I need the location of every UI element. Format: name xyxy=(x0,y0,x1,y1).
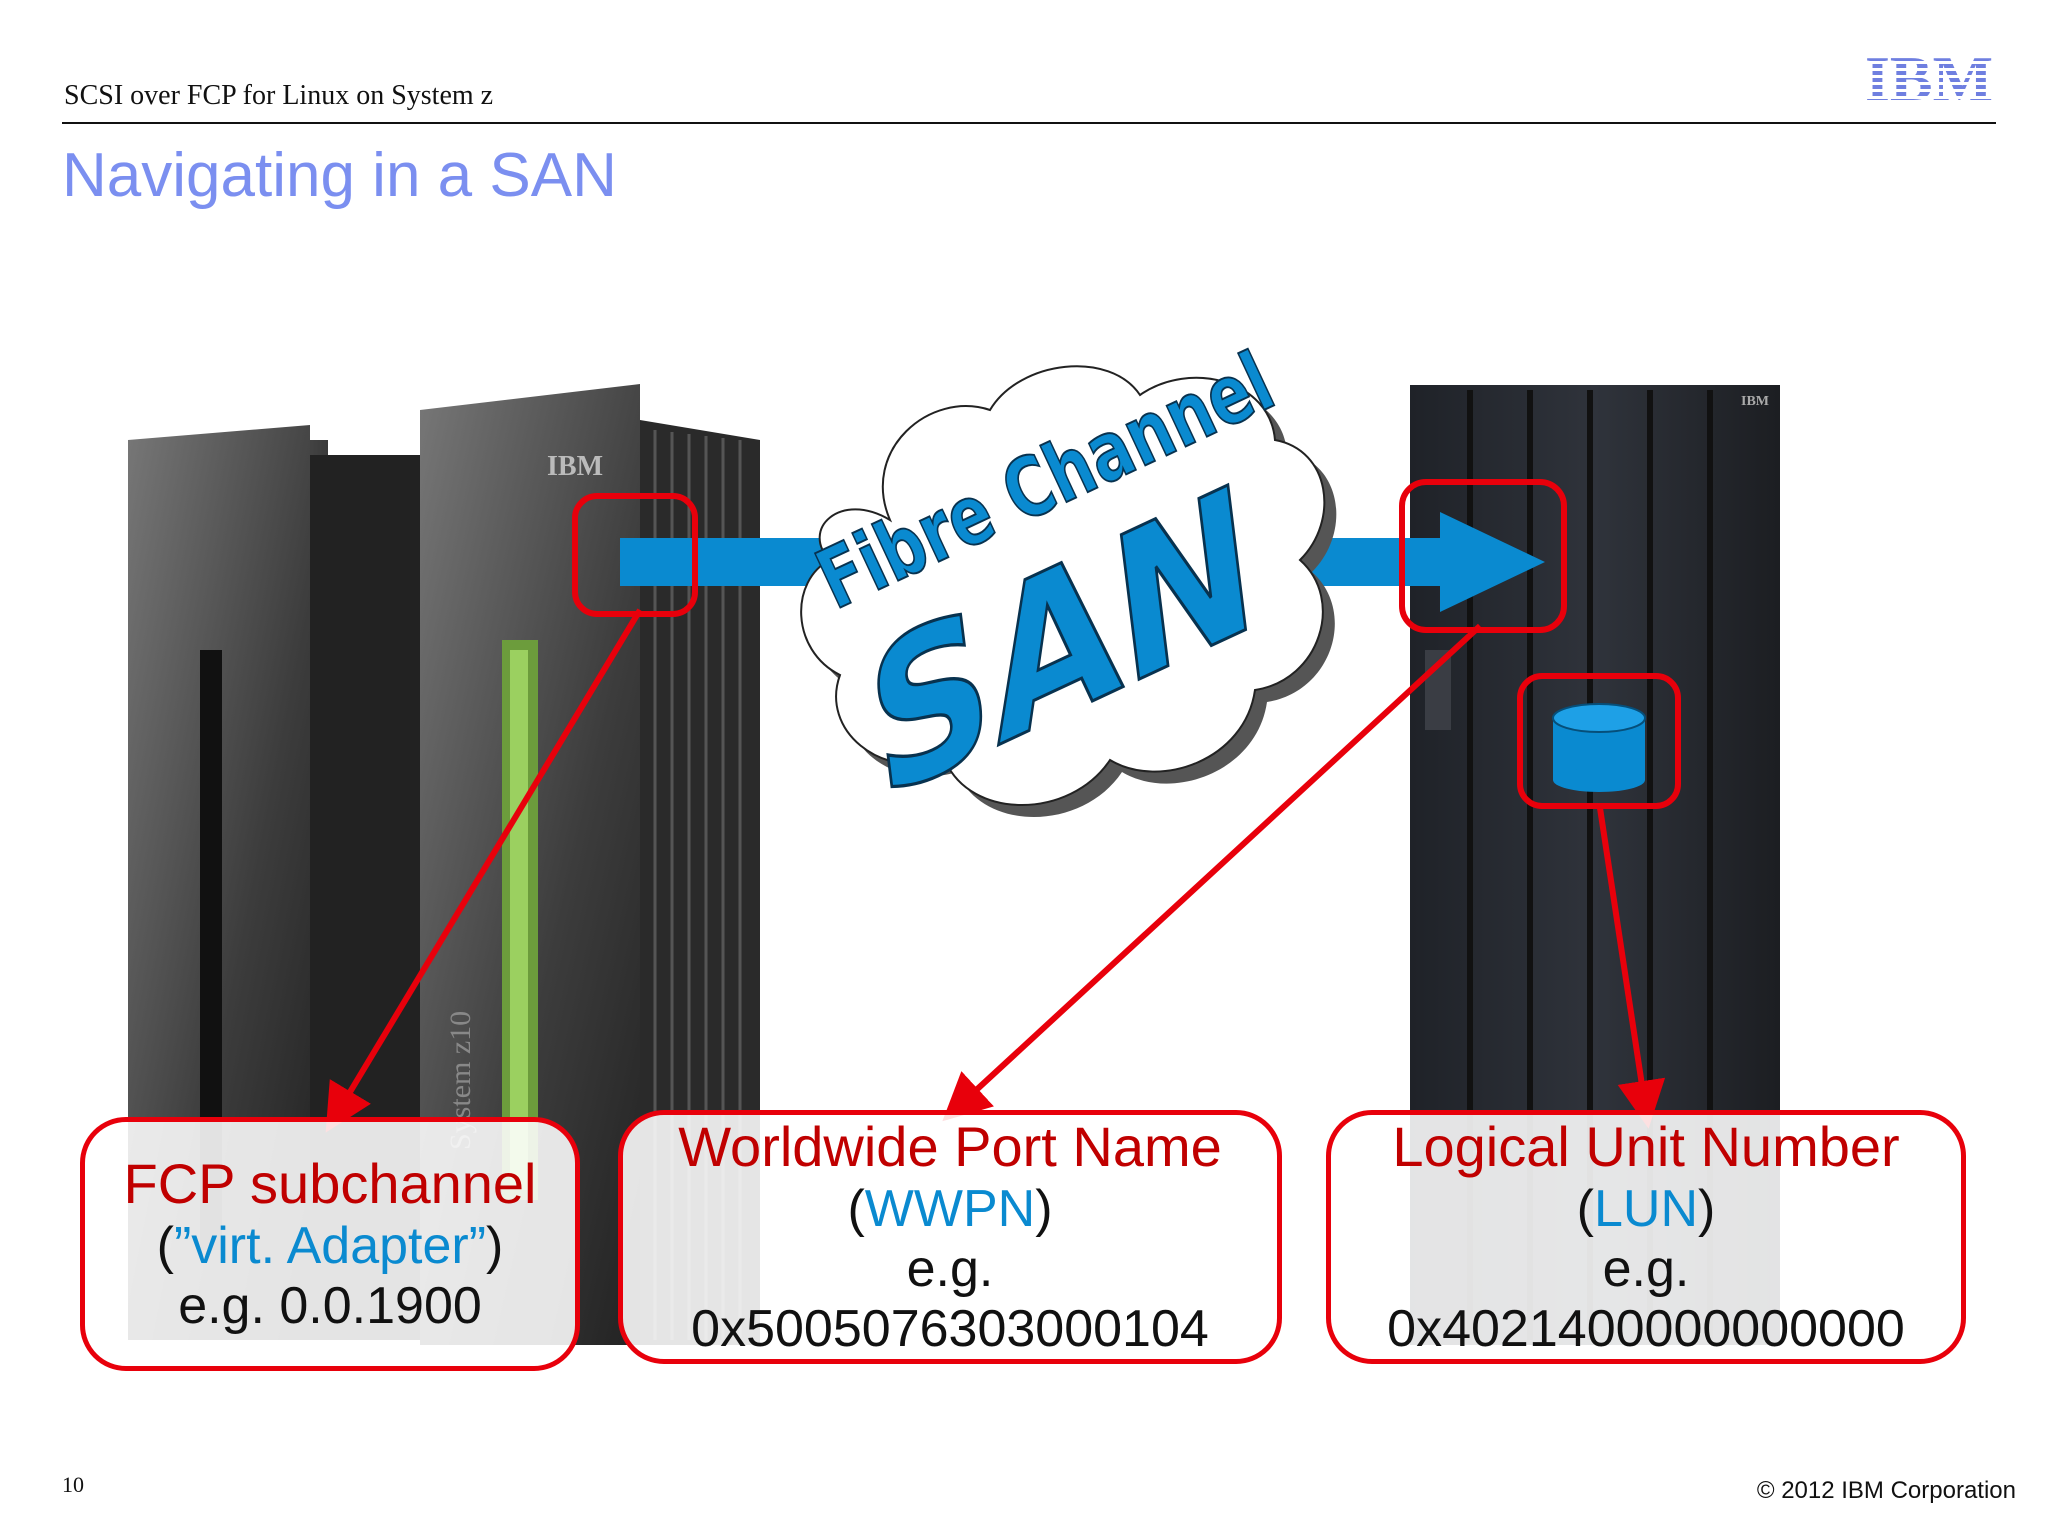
lun-callout: Logical Unit Number (LUN) e.g. 0x4021400… xyxy=(1326,1110,1966,1364)
copyright-notice: © 2012 IBM Corporation xyxy=(1756,1477,2016,1504)
fcp-note-text: ”virt. Adapter” xyxy=(173,1217,487,1275)
disk-cylinder-icon xyxy=(1552,703,1646,792)
wwpn-note-text: WWPN xyxy=(864,1180,1036,1238)
lun-callout-example: 0x4021400000000000 xyxy=(1387,1300,1905,1358)
ibm-logo-icon: IBM xyxy=(1865,50,1993,106)
wwpn-callout-heading: Worldwide Port Name xyxy=(678,1115,1222,1178)
server-brand: IBM xyxy=(547,451,603,482)
lun-callout-heading: Logical Unit Number xyxy=(1392,1115,1900,1178)
fcp-callout-example: e.g. 0.0.1900 xyxy=(178,1277,482,1335)
lun-paren-open: ( xyxy=(1576,1180,1594,1238)
wwpn-callout: Worldwide Port Name (WWPN) e.g. 0x500507… xyxy=(618,1110,1282,1364)
page-title: Navigating in a SAN xyxy=(62,141,617,210)
page-number: 10 xyxy=(62,1472,84,1497)
fcp-subchannel-callout: FCP subchannel (”virt. Adapter”) e.g. 0.… xyxy=(80,1117,580,1371)
wwpn-paren-close: ) xyxy=(1035,1180,1053,1238)
wwpn-port-highlight xyxy=(1399,479,1567,633)
fcp-callout-heading: FCP subchannel xyxy=(123,1152,537,1215)
san-cloud: Fibre Channel SAN xyxy=(800,334,1337,848)
lun-pointer-arrow xyxy=(1597,807,1666,1129)
wwpn-pointer-arrow xyxy=(942,623,1483,1122)
wwpn-callout-example: 0x5005076303000104 xyxy=(691,1300,1209,1358)
header-title: SCSI over FCP for Linux on System z xyxy=(64,80,494,111)
fcp-callout-note: (”virt. Adapter”) xyxy=(157,1216,504,1276)
fibre-channel-arrow xyxy=(620,512,1545,612)
header-rule xyxy=(62,122,1996,124)
wwpn-callout-note: (WWPN) xyxy=(847,1179,1052,1239)
lun-callout-note: (LUN) xyxy=(1577,1179,1716,1239)
storage-brand: IBM xyxy=(1741,394,1769,409)
wwpn-paren-open: ( xyxy=(847,1180,865,1238)
wwpn-callout-eg: e.g. xyxy=(906,1240,994,1298)
lun-callout-eg: e.g. xyxy=(1602,1240,1690,1298)
lun-note-text: LUN xyxy=(1593,1180,1699,1238)
lun-paren-close: ) xyxy=(1698,1180,1716,1238)
fcp-paren-open: ( xyxy=(156,1217,174,1275)
ibm-logo-text: IBM xyxy=(1865,50,1993,106)
fcp-paren-close: ) xyxy=(486,1217,504,1275)
fcp-pointer-arrow xyxy=(325,608,643,1133)
lun-highlight xyxy=(1517,673,1681,809)
